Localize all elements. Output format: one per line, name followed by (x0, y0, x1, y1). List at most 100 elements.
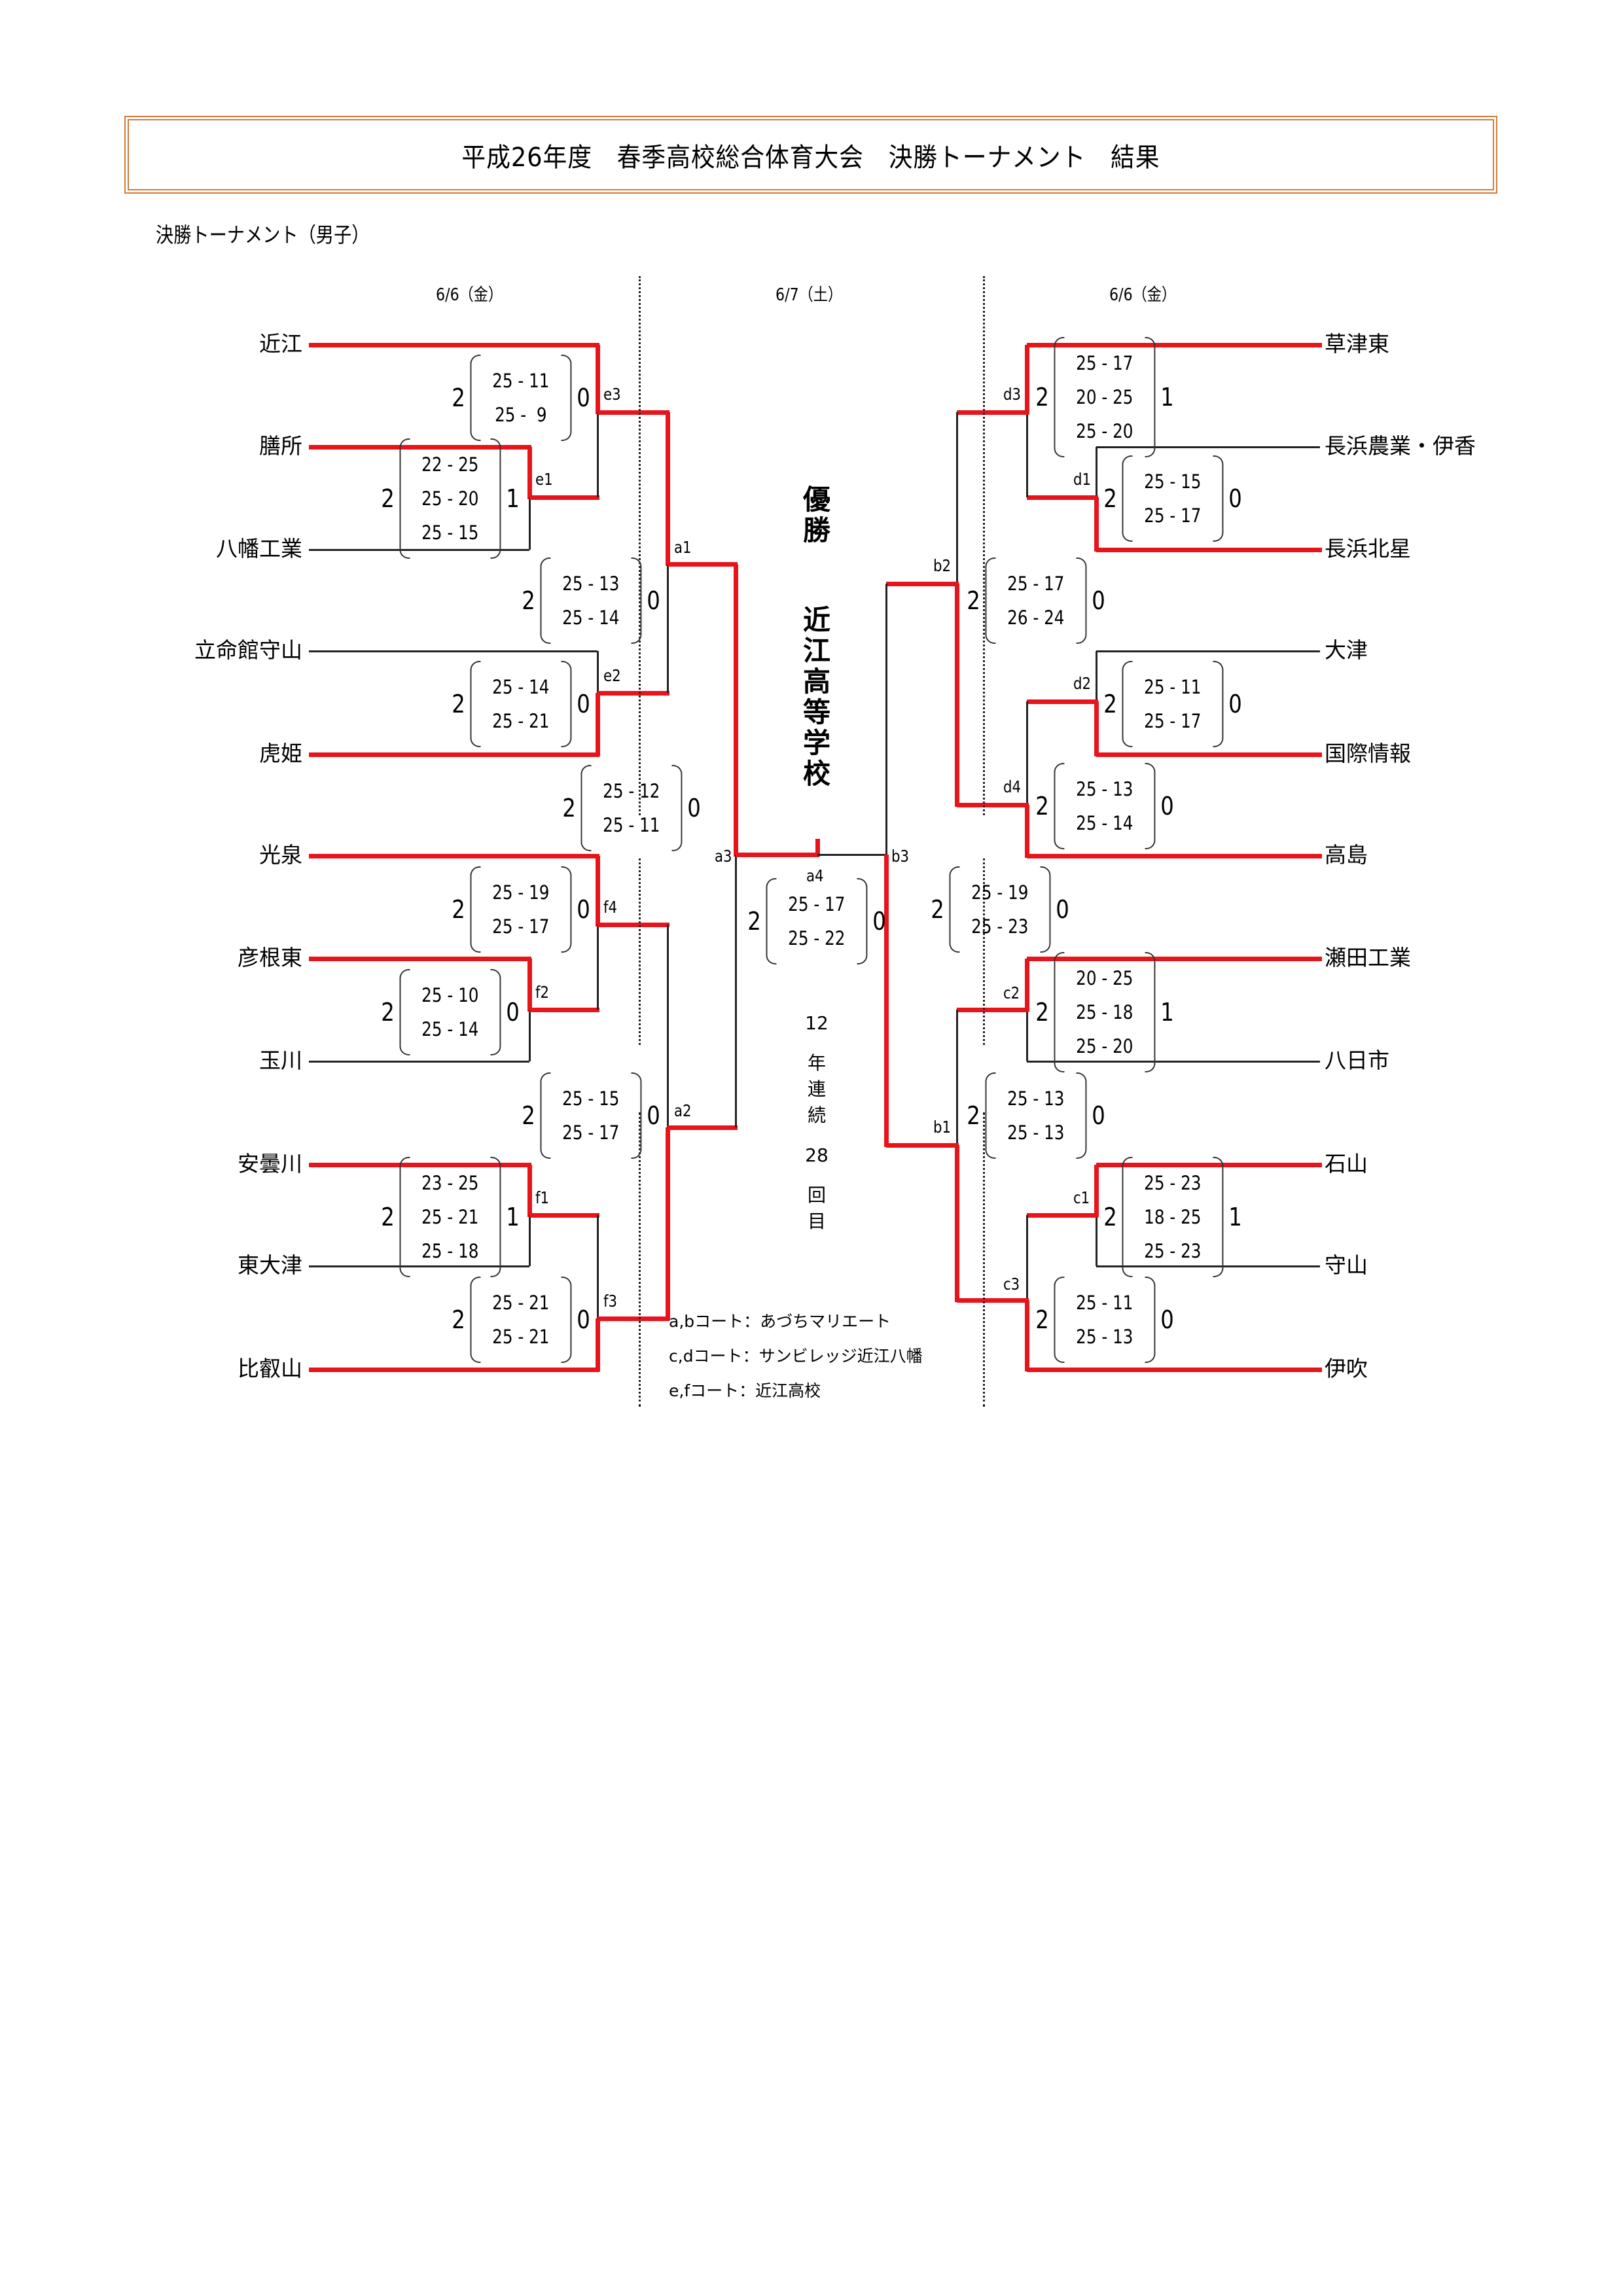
sets-won: 2 (562, 794, 576, 822)
winner-path-line (1094, 1165, 1099, 1217)
winner-path-line (1027, 853, 1322, 858)
set-score: 23 - 25 (421, 1172, 479, 1194)
winner-path-line (1024, 345, 1029, 414)
winner-path-line (309, 1162, 531, 1167)
team-name: 石山 (1325, 1150, 1368, 1176)
section-heading: 決勝トーナメント（男子） (156, 222, 370, 247)
bracket-line (1095, 447, 1097, 497)
set-score: 25 - 13 (1007, 1087, 1065, 1110)
bracket-line (1095, 1215, 1097, 1266)
team-name: 立命館守山 (194, 637, 302, 663)
sets-lost: 0 (1160, 1305, 1174, 1334)
winner-path-line (1027, 1367, 1322, 1372)
sets-won: 2 (967, 586, 980, 615)
sets-lost: 0 (1092, 586, 1105, 615)
bracket-line (1026, 701, 1028, 805)
set-score: 25 - 17 (1007, 573, 1065, 595)
date-left-round: 6/6（金） (436, 285, 503, 305)
winner-path-line (529, 1007, 599, 1012)
match-code-e2: e2 (603, 666, 621, 685)
winner-path-line (1096, 752, 1322, 757)
sets-won: 2 (747, 907, 761, 936)
round-divider (639, 858, 641, 1045)
match-code-c2: c2 (1003, 983, 1020, 1002)
bracket-line (596, 412, 599, 497)
winner-path-line (1094, 701, 1099, 756)
team-name: 近江 (259, 330, 302, 357)
bracket-line (885, 584, 887, 855)
bracket-line (596, 651, 599, 693)
sets-won: 2 (452, 383, 465, 412)
round-divider (983, 858, 985, 1045)
team-name: 長浜農業・伊香 (1325, 433, 1476, 459)
sets-won: 2 (931, 895, 944, 924)
sets-lost: 0 (1228, 690, 1242, 718)
winner-path-line (309, 752, 599, 757)
team-name: 瀬田工業 (1325, 944, 1411, 970)
streak-years: 12 (805, 1012, 829, 1034)
set-score: 25 - 23 (1144, 1240, 1202, 1262)
sets-lost: 0 (1228, 484, 1242, 513)
sets-lost: 0 (577, 690, 590, 718)
sets-lost: 0 (872, 907, 886, 936)
winner-path-line (309, 444, 531, 450)
winner-path-line (597, 410, 669, 415)
title-box: 平成26年度 春季高校総合体育大会 決勝トーナメント 結果 (124, 116, 1497, 194)
sets-lost: 0 (647, 586, 660, 615)
winner-path-line (1027, 1212, 1098, 1218)
team-name: 伊吹 (1325, 1355, 1368, 1381)
winner-path-line (595, 1318, 600, 1371)
winner-path-line (597, 922, 669, 927)
sets-won: 2 (452, 690, 465, 718)
winner-path-line (1096, 1162, 1322, 1167)
team-name: 東大津 (238, 1252, 302, 1278)
sets-lost: 0 (577, 383, 590, 412)
date-right-round: 6/6（金） (1109, 285, 1176, 305)
set-score: 25 - 21 (492, 710, 550, 732)
bracket-line (666, 564, 669, 693)
sets-won: 2 (522, 1101, 535, 1130)
bracket-line (596, 925, 599, 1010)
match-code-d2: d2 (1073, 674, 1092, 693)
champion-name-char: 高 (802, 665, 831, 698)
set-score: 25 - 15 (1144, 470, 1202, 493)
team-name: 八日市 (1325, 1047, 1389, 1073)
round-divider (983, 276, 985, 815)
winner-path-line (668, 1125, 738, 1130)
set-score: 25 - 10 (421, 984, 479, 1006)
page-title: 平成26年度 春季高校総合体育大会 決勝トーナメント 結果 (461, 142, 1160, 173)
sets-won: 2 (381, 484, 395, 513)
winner-path-line (309, 342, 599, 347)
winner-path-line (595, 693, 600, 756)
set-score: 25 - 11 (492, 370, 550, 392)
set-score: 25 - 12 (603, 780, 660, 802)
winner-path-line (957, 410, 1029, 415)
match-code-a3: a3 (715, 847, 732, 866)
match-code-b2: b2 (933, 556, 952, 575)
winner-path-line (957, 1007, 1029, 1012)
winner-path-line (529, 495, 599, 500)
team-name: 光泉 (259, 841, 302, 868)
bracket-line (666, 925, 669, 1127)
winner-path-line (1096, 547, 1322, 552)
winner-path-line (309, 956, 531, 961)
court-legend-item: e,fコート：近江高校 (669, 1381, 821, 1400)
match-code-d4: d4 (1003, 777, 1022, 796)
match-code-a1: a1 (674, 538, 692, 557)
set-score: 25 - 17 (562, 1122, 620, 1144)
winner-path-line (309, 1367, 599, 1372)
set-score: 25 - 11 (1076, 1292, 1133, 1314)
